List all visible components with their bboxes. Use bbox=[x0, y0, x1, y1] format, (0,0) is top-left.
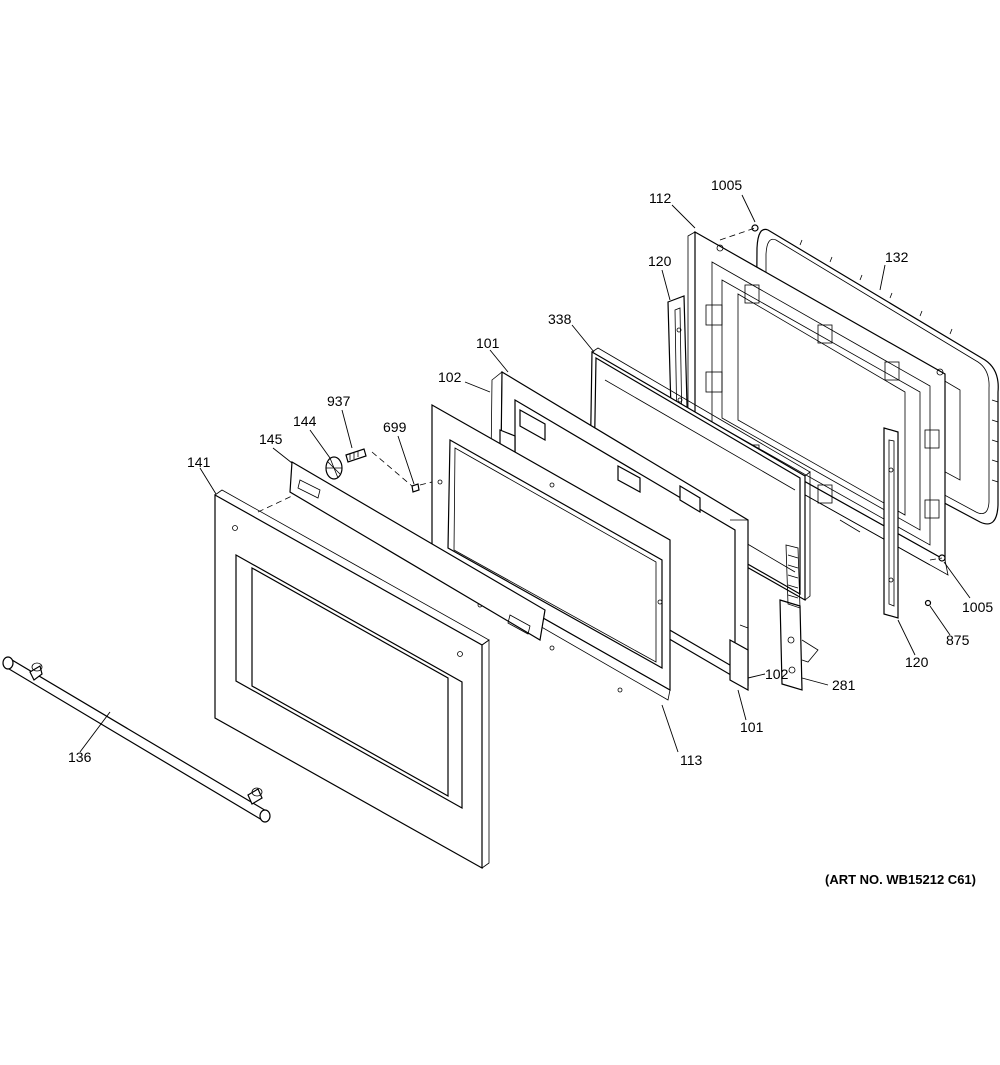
callout-281: 281 bbox=[832, 677, 856, 693]
callout-102-bottom: 102 bbox=[765, 666, 789, 682]
part-144-knob bbox=[325, 456, 343, 480]
callout-120-bottom: 120 bbox=[905, 654, 929, 670]
callout-937: 937 bbox=[327, 393, 351, 409]
callout-141: 141 bbox=[187, 454, 211, 470]
callout-699: 699 bbox=[383, 419, 407, 435]
part-281-hinge bbox=[779, 544, 819, 691]
callout-338: 338 bbox=[548, 311, 572, 327]
art-number: (ART NO. WB15212 C61) bbox=[825, 872, 976, 887]
callout-1005-bottom: 1005 bbox=[962, 599, 993, 615]
alignment-lines bbox=[257, 227, 943, 561]
part-937-screw bbox=[345, 448, 367, 463]
part-145-trim-strip bbox=[289, 460, 546, 641]
callout-102-top: 102 bbox=[438, 369, 462, 385]
callout-101-bottom: 101 bbox=[740, 719, 764, 735]
callout-113: 113 bbox=[680, 752, 703, 768]
callout-101-top: 101 bbox=[476, 335, 500, 351]
callout-120-top: 120 bbox=[648, 253, 672, 269]
callout-labels: 1005 112 132 120 338 101 102 937 144 145… bbox=[68, 177, 993, 768]
callout-132: 132 bbox=[885, 249, 909, 265]
callout-112: 112 bbox=[649, 190, 672, 206]
leader-lines bbox=[79, 194, 971, 753]
part-875-screw bbox=[924, 599, 932, 607]
callout-875: 875 bbox=[946, 632, 970, 648]
callout-136: 136 bbox=[68, 749, 92, 765]
part-112-inner-frame bbox=[687, 230, 949, 576]
part-120-hinge-bracket-bottom bbox=[883, 427, 899, 619]
part-699-screw bbox=[411, 483, 420, 493]
part-136-door-handle bbox=[2, 656, 271, 823]
callout-1005-top: 1005 bbox=[711, 177, 742, 193]
callout-145: 145 bbox=[259, 431, 283, 447]
part-141-outer-door bbox=[214, 489, 490, 870]
part-1005-screw-top bbox=[751, 224, 759, 232]
callout-144: 144 bbox=[293, 413, 317, 429]
